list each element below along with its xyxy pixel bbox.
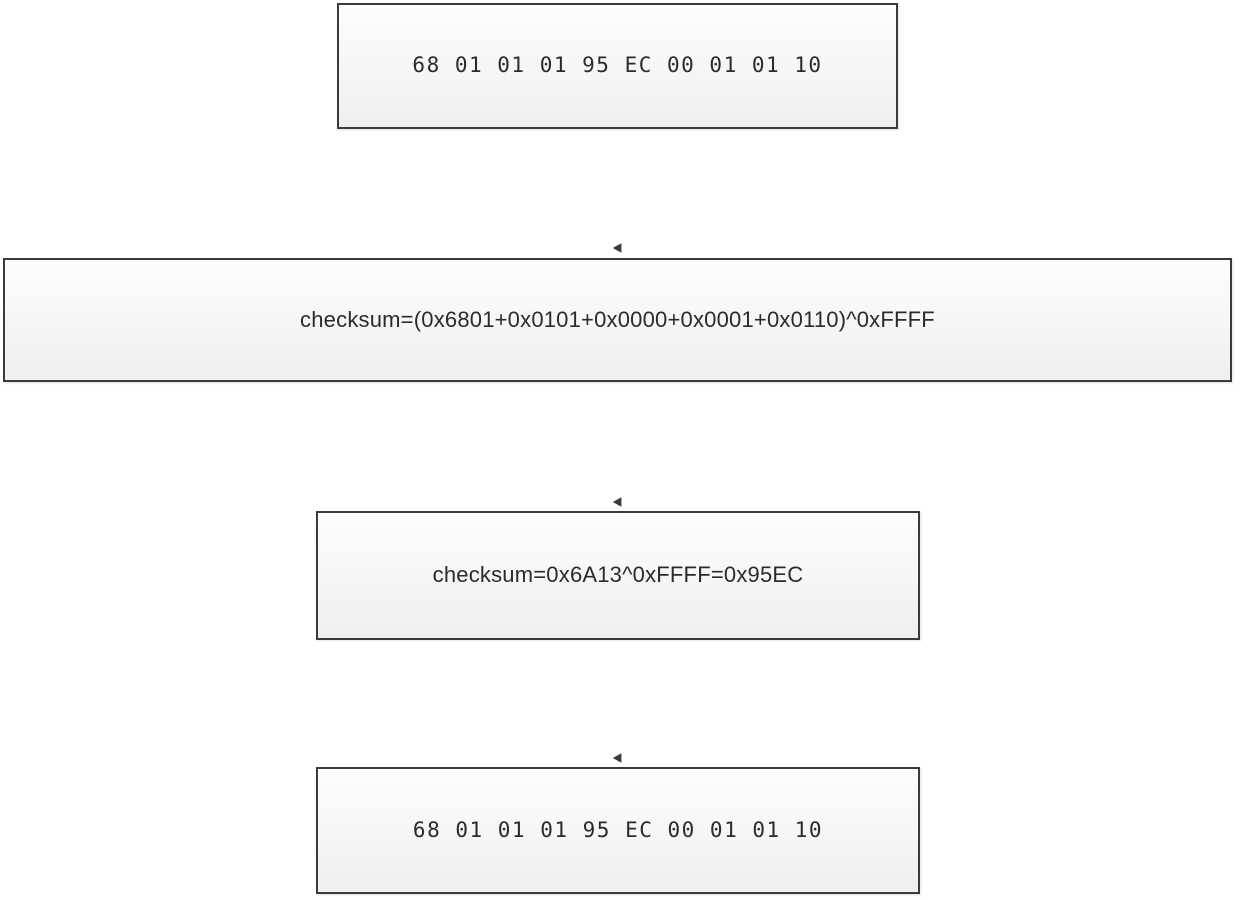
node-checksum-formula[interactable]: checksum=(0x6801+0x0101+0x0000+0x0001+0x… [3, 258, 1232, 382]
node-checksum-result[interactable]: checksum=0x6A13^0xFFFF=0x95EC [316, 511, 920, 640]
node-checksum-formula-label: checksum=(0x6801+0x0101+0x0000+0x0001+0x… [300, 306, 935, 332]
node-packet-out[interactable]: 68 01 01 01 95 EC 00 01 01 10 [316, 767, 920, 894]
node-packet-out-label: 68 01 01 01 95 EC 00 01 01 10 [412, 817, 824, 842]
node-packet-in[interactable]: 68 01 01 01 95 EC 00 01 01 10 [337, 3, 898, 129]
node-checksum-result-label: checksum=0x6A13^0xFFFF=0x95EC [432, 562, 804, 588]
node-packet-in-label: 68 01 01 01 95 EC 00 01 01 10 [412, 53, 823, 78]
